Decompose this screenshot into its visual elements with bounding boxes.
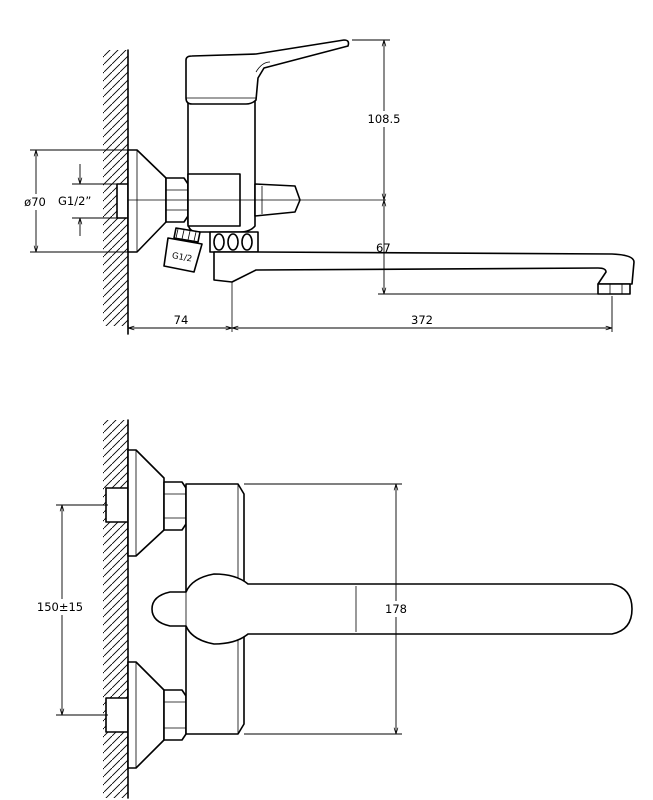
dim-label-108-5: 108.5: [368, 112, 401, 126]
lever-handle: [185, 39, 350, 105]
wall-flange: [127, 149, 167, 253]
shower-nozzle: [163, 227, 203, 273]
dimension-74: 74: [128, 313, 232, 328]
spout: [213, 251, 635, 295]
dimension-diameter-70: ø70: [20, 149, 130, 253]
inlet-pipe: [116, 183, 129, 219]
spout-swivel-ring: [209, 231, 259, 253]
dimension-108-5: 108.5: [352, 39, 402, 200]
dim-label-150-15: 150±15: [37, 600, 83, 614]
dim-label-67: 67: [376, 241, 391, 255]
upper-inlet-assembly: [105, 449, 187, 557]
wall-top: [103, 419, 129, 799]
dim-label-g12: G1/2”: [58, 194, 91, 208]
dim-label-178: 178: [385, 602, 407, 616]
dimension-372: 372: [232, 296, 613, 332]
top-view: 150±15 178: [36, 419, 633, 799]
dimension-150-15: 150±15: [36, 504, 108, 716]
nozzle-thread-label: G1/2: [171, 251, 193, 264]
dim-label-74: 74: [174, 313, 189, 327]
dimension-178: 178: [244, 483, 412, 735]
dimension-67: 67: [376, 200, 600, 295]
dim-label-372: 372: [411, 313, 433, 327]
dimension-g12-inlet: G1/2”: [58, 164, 120, 236]
lower-inlet-assembly: [105, 661, 187, 769]
dim-label-d70: ø70: [24, 195, 46, 209]
side-view: 108.5 67 74 372 ø70: [20, 39, 635, 335]
faucet-body: [187, 97, 256, 233]
